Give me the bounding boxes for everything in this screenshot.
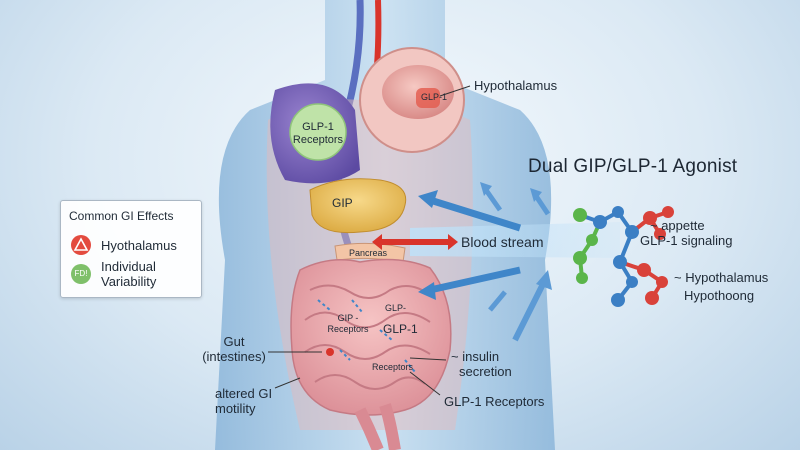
glp1-receptor-badge <box>289 103 347 161</box>
label-hypothalamus: Hypothalamus <box>474 78 558 93</box>
hypothalamus-leader <box>439 85 471 97</box>
arrow-to-gip <box>428 196 522 232</box>
label-glp1-receptors-bottom: GLP-1 Receptors <box>444 394 545 409</box>
label-gut-line2: (intestines) <box>202 349 266 364</box>
label-appetite: ~ appette GLP-1 signaling <box>640 218 733 248</box>
gi-effects-title: Common GI Effects <box>69 209 174 223</box>
gi-item-variability-line2: Variability <box>101 274 157 289</box>
intestine-coils <box>304 284 431 390</box>
label-hypothalamus-right: ~ Hypothalamus Hypothoong <box>674 270 768 303</box>
gi-item-variability: Individual Variability <box>101 259 156 289</box>
intestines <box>290 258 452 416</box>
label-appetite-line2: GLP-1 signaling <box>640 233 733 248</box>
label-glp1-receptors: GLP-1 Receptors <box>290 121 346 147</box>
label-gip-receptors-line1: GIP - <box>337 313 359 323</box>
motility-leader <box>274 377 301 389</box>
label-blood-stream: Blood stream <box>461 234 544 250</box>
blood-stream-beam <box>410 222 620 258</box>
flow-dashes <box>317 299 416 373</box>
warning-icon <box>71 235 91 255</box>
arrow-insulin <box>512 278 548 342</box>
label-gut: Gut (intestines) <box>196 334 272 364</box>
label-gip: GIP <box>332 196 353 210</box>
label-insulin-line1: ~ insulin <box>451 349 500 364</box>
red-double-arrow <box>372 234 458 250</box>
label-gip-small: GLP- <box>385 303 407 313</box>
hypothalamus-spot <box>416 88 440 108</box>
colon <box>354 403 401 450</box>
arrow-up-1 <box>483 188 503 212</box>
label-glp1-receptors-line1: GLP-1 <box>302 121 334 133</box>
label-gip-receptors: GIP - Receptors <box>326 313 370 335</box>
arrow-lower-left <box>488 290 507 312</box>
arrowhead-insulin <box>536 270 552 290</box>
label-glp1-receptors-line2: Receptors <box>292 134 344 146</box>
arrow-up-2 <box>533 194 551 216</box>
label-motility: altered GI motility <box>215 386 272 416</box>
diagram-title: Dual GIP/GLP-1 Agonist <box>528 156 738 177</box>
label-hypothalamus-right-line1: ~ Hypothalamus <box>674 270 769 285</box>
label-motility-line1: altered GI <box>215 386 273 401</box>
label-pancreas: Pancreas <box>349 248 388 258</box>
gi-item-variability-line1: Individual <box>101 259 156 274</box>
arrow-to-gut <box>429 266 521 294</box>
label-receptors-gut: Receptors <box>372 362 414 372</box>
arrowhead-up-2 <box>530 188 542 202</box>
gut-marker <box>326 348 334 356</box>
insulin-leader <box>409 357 447 361</box>
glp1-receptors-leader <box>409 371 441 396</box>
label-motility-line2: motility <box>215 401 256 416</box>
gi-item-hyothalamus: Hyothalamus <box>101 238 177 253</box>
arrowhead-gip <box>418 190 438 208</box>
label-appetite-line1: ~ appette <box>650 218 705 233</box>
gip-organ <box>309 178 407 234</box>
arrowhead-gut <box>418 282 436 300</box>
label-insulin-line2: secretion <box>459 364 512 379</box>
label-hypothalamus-right-line2: Hypothoong <box>684 288 755 303</box>
fd-badge-icon: FD! <box>71 264 91 284</box>
label-glp1-gut: GLP-1 <box>383 322 418 336</box>
arrowhead-up-1 <box>480 182 492 196</box>
label-gip-receptors-line2: Receptors <box>327 324 369 334</box>
gi-effects-panel: Common GI Effects Hyothalamus FD! Indivi… <box>60 200 202 298</box>
molecule-atoms <box>573 206 674 307</box>
label-brain-glp1: GLP-1 <box>421 92 448 102</box>
label-gut-line1: Gut <box>223 334 245 349</box>
label-insulin: ~ insulin secretion <box>451 349 512 379</box>
